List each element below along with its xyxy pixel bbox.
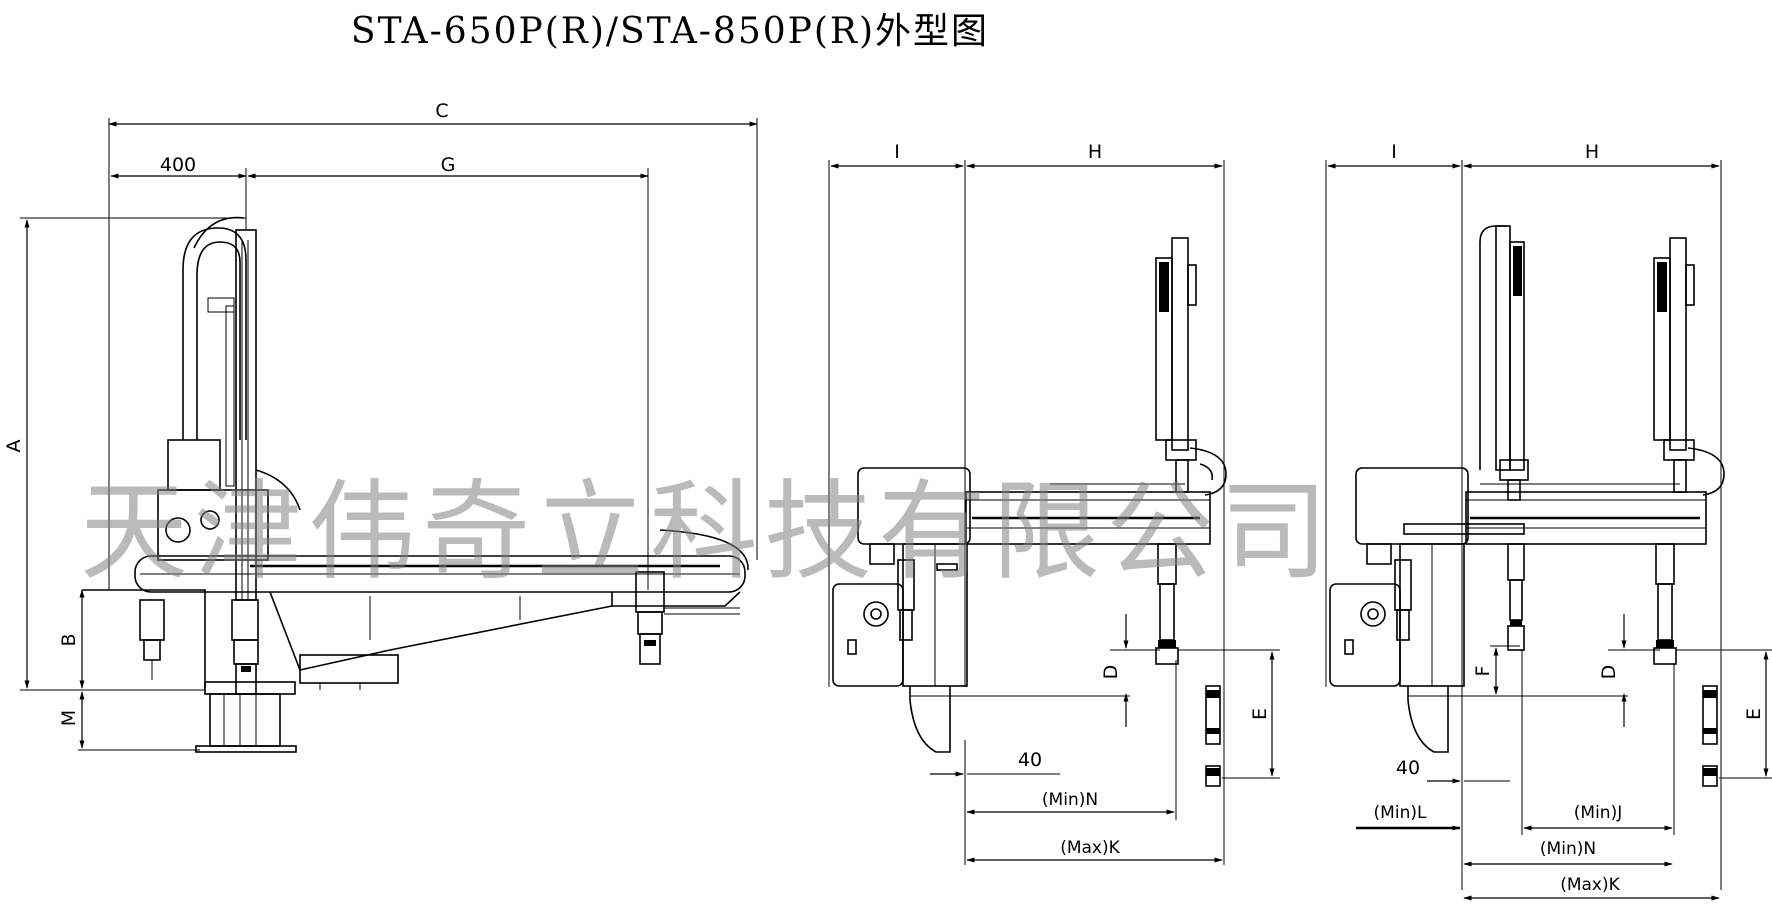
dimension-d-single: D: [910, 614, 1160, 727]
dim-i-label: I: [894, 141, 900, 163]
dim-d-label: D: [1100, 665, 1122, 680]
dimension-min-n-single: (Min)N: [966, 660, 1177, 820]
front-view-single-robot: [832, 237, 1227, 787]
dimension-h-single: H: [966, 141, 1225, 865]
dimension-max-k-double: (Max)K: [1463, 875, 1720, 901]
min-j-label: (Min)J: [1574, 803, 1622, 823]
dim-f-label: F: [1472, 666, 1494, 677]
dimension-a: A: [3, 217, 246, 691]
dimension-min-n-double: (Min)N: [1463, 839, 1673, 867]
max-k-label: (Max)K: [1060, 838, 1120, 858]
dim-b-label: B: [58, 633, 80, 646]
dimension-d-double: D: [1408, 614, 1660, 727]
dimension-min-j-double: (Min)J: [1521, 650, 1675, 835]
dimension-40-double: 40: [1396, 757, 1510, 784]
dim-m-label: M: [58, 710, 80, 726]
dim-400-label: 400: [160, 154, 196, 176]
dimension-m: M: [58, 691, 200, 751]
side-view: C 400 G A B M: [3, 100, 758, 753]
dimension-f-double: F: [1440, 645, 1520, 697]
dim-d-double-label: D: [1598, 665, 1620, 680]
dim-40-double-label: 40: [1396, 757, 1420, 779]
dim-e-double-label: E: [1743, 708, 1765, 720]
dim-g-label: G: [441, 154, 456, 176]
front-view-single: I H: [828, 141, 1280, 865]
dimension-i-double: I: [1325, 141, 1463, 890]
dim-h-double-label: H: [1585, 141, 1599, 163]
min-n-label: (Min)N: [1042, 790, 1098, 810]
dimension-400: 400: [110, 154, 247, 230]
min-n-double-label: (Min)N: [1540, 839, 1596, 859]
side-view-robot: [82, 216, 749, 753]
dimension-h-double: H: [1463, 141, 1722, 890]
max-k-double-label: (Max)K: [1560, 875, 1620, 895]
dim-i-double-label: I: [1391, 141, 1397, 163]
dimension-c: C: [108, 100, 758, 590]
dimension-e-single: E: [1178, 649, 1280, 779]
dimension-40-single: 40: [930, 740, 1060, 865]
dimension-max-k-single: (Max)K: [966, 838, 1223, 863]
front-view-double: I H: [1325, 141, 1772, 901]
dimension-i-single: I: [828, 141, 966, 687]
dim-40-label: 40: [1018, 749, 1042, 771]
dim-a-label: A: [3, 440, 25, 453]
dim-h-label: H: [1088, 141, 1102, 163]
dim-c-label: C: [435, 100, 448, 122]
drawing-title: STA-650P(R)/STA-850P(R)外型图: [350, 11, 990, 52]
dim-e-label: E: [1249, 708, 1271, 720]
dimension-g: G: [247, 154, 649, 590]
min-l-label: (Min)L: [1374, 803, 1427, 823]
front-view-double-robot: [1329, 225, 1725, 787]
dimension-min-l-double: (Min)L: [1356, 803, 1461, 831]
dimension-e-double: E: [1676, 649, 1772, 779]
dimension-b: B: [58, 589, 85, 689]
